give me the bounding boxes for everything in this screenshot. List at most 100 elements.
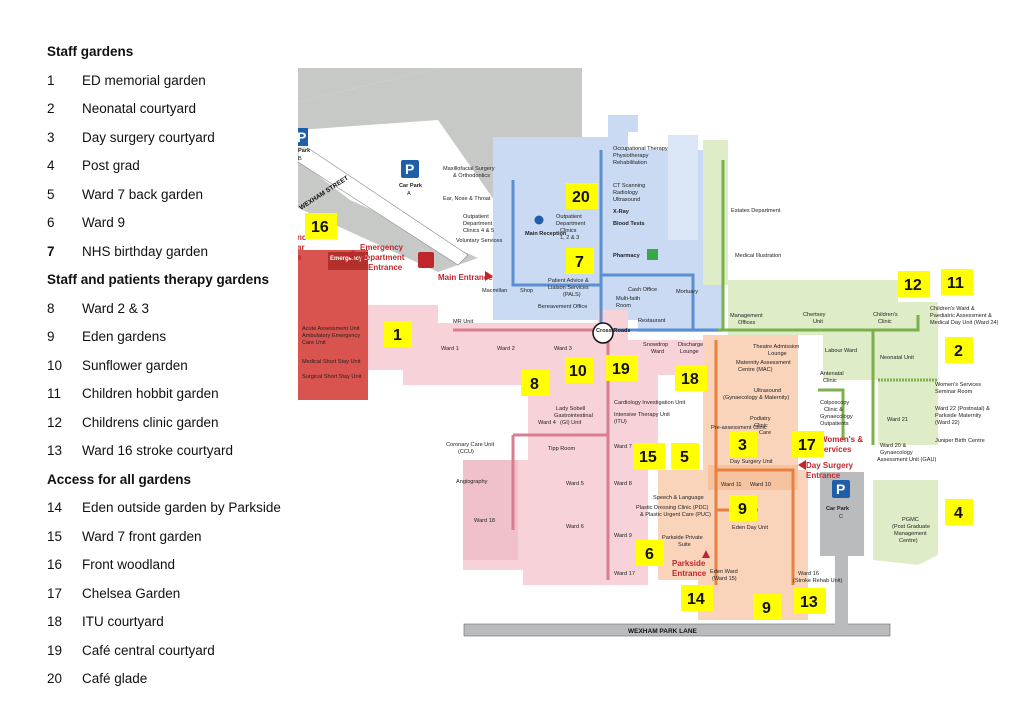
discharge-label-a: Discharge — [678, 342, 703, 348]
legend-number: 16 — [47, 557, 63, 572]
garden-badge-label: 15 — [639, 449, 657, 466]
ct-scanning-label: CT Scanning — [613, 183, 645, 189]
green-zone — [728, 280, 938, 445]
chertsey-label-a: Chertsey — [803, 312, 826, 318]
garden-badge-9: 9 — [729, 495, 757, 521]
womens-entrance-label-2: 's Services — [810, 445, 852, 454]
legend-number: 8 — [47, 300, 55, 316]
ward-22-label-c: (Ward 22) — [935, 420, 960, 426]
legend-name: Chelsea Garden — [82, 585, 181, 601]
surgical-short-stay-label: Surgical Short Stay Unit — [302, 374, 362, 380]
garden-badge-15: 15 — [633, 443, 665, 469]
colposcopy-label-d: Outpatients — [820, 421, 849, 427]
pgmc-zone — [873, 480, 938, 565]
ward-20-label-b: Gynaecology — [880, 450, 913, 456]
paeds-label-c: Medical Day Unit (Ward 24) — [930, 320, 999, 326]
ward-20-label-c: Assessment Unit (GAU) — [877, 457, 937, 463]
childrens-clinic-label-a: Children's — [873, 312, 898, 318]
discharge-label-b: Lounge — [680, 349, 699, 355]
colposcopy-label-b: Clinic & — [824, 407, 843, 413]
lady-sobell-label-c: (GI) Unit — [560, 420, 582, 426]
snowdrop-label-b: Ward — [651, 349, 664, 355]
blue-zone-north — [608, 115, 638, 132]
legend-name: Ward 16 stroke courtyard — [82, 443, 234, 458]
xray-label: X-Ray — [613, 209, 630, 215]
ward-3-label: Ward 3 — [554, 346, 572, 352]
garden-badge-label: 20 — [572, 189, 590, 206]
garden-badge-18: 18 — [675, 365, 707, 391]
childrens-clinic-label-b: Clinic — [878, 319, 892, 325]
ward-2-label: Ward 2 — [497, 346, 515, 352]
medical-illustration-label: Medical Illustration — [735, 253, 781, 259]
garden-badge-label: 12 — [904, 277, 922, 294]
pgmc-label-a: PGMC — [902, 517, 919, 523]
day-surgery-entrance-label-1: Day Surgery — [806, 461, 854, 470]
parkside-private-label-a: Parkside Private — [662, 535, 703, 541]
ward-7-label: Ward 7 — [614, 444, 632, 450]
emergency-entrance-label-3: Entrance — [368, 263, 403, 272]
crossroads-label: Cross Roads — [596, 328, 631, 334]
car-park-b-icon — [298, 128, 308, 146]
garden-badge-3: 3 — [729, 431, 757, 457]
garden-badge-label: 8 — [530, 376, 539, 393]
opd-clinics-label-d: 1, 2 & 3 — [560, 235, 579, 241]
wexham-park-lane-label: WEXHAM PARK LANE — [628, 628, 698, 635]
garden-badge-10: 10 — [565, 357, 593, 383]
eden-ward-label-a: Eden Ward — [710, 569, 738, 575]
parkside-entrance-label-1: Parkside — [672, 559, 706, 568]
colposcopy-label-c: Gynaecology — [820, 414, 853, 420]
legend-number: 11 — [47, 386, 62, 401]
legend-section-title: Staff and patients therapy gardens — [47, 272, 270, 287]
pgmc-label-d: Centre) — [899, 538, 918, 544]
radiology-label: Radiology — [613, 190, 638, 196]
coronary-care-label-b: (CCU) — [458, 449, 474, 455]
emergency-header — [328, 252, 368, 270]
emergency-zone — [298, 250, 368, 400]
plastic-urgent-label: & Plastic Urgent Care (PUC) — [640, 512, 711, 518]
chertsey-label-b: Unit — [813, 319, 823, 325]
garden-badge-label: 1 — [393, 327, 402, 344]
car-park-c-sub: C — [839, 514, 843, 520]
garden-badge-9b: 9 — [753, 594, 781, 620]
ent-label: Ear, Nose & Throat — [443, 196, 491, 202]
garden-badge-12: 12 — [898, 271, 930, 297]
garden-badge-label: 7 — [575, 254, 584, 271]
car-park-a-icon — [401, 160, 419, 178]
itu-label-b: (ITU) — [614, 419, 627, 425]
plastic-dressing-label: Plastic Dressing Clinic (PDC) — [636, 505, 709, 511]
legend-name: Café central courtyard — [82, 642, 215, 658]
lady-sobell-label-a: Lady Sobell — [556, 406, 585, 412]
womens-seminar-label-a: Women's Services — [935, 382, 981, 388]
pgmc-label-c: Management — [894, 531, 927, 537]
estates-label: Estates Department — [731, 208, 781, 214]
garden-badge-19: 19 — [606, 355, 638, 381]
garden-badge-label: 9 — [762, 600, 771, 617]
garden-badge-4: 4 — [945, 499, 973, 525]
garden-badge-17: 17 — [792, 431, 824, 457]
legend-number: 12 — [47, 414, 63, 430]
garden-badge-14: 14 — [681, 585, 713, 611]
legend-name: Sunflower garden — [82, 357, 188, 373]
antenatal-label-a: Antenatal — [820, 371, 844, 377]
day-surgery-entrance-label-2: Entrance — [806, 471, 841, 480]
legend-number: 15 — [47, 528, 63, 544]
car-park-c-icon — [832, 480, 850, 498]
legend-section-title: Staff gardens — [47, 44, 134, 59]
car-park-b-letter: P — [298, 129, 306, 145]
antenatal-label-b: Clinic — [823, 378, 837, 384]
speech-language-label: Speech & Language — [653, 495, 704, 501]
legend-number: 5 — [47, 186, 55, 202]
legend-number: 18 — [47, 614, 63, 629]
mortuary-label: Mortuary — [676, 289, 698, 295]
paeds-label-b: Paediatric Assessment & — [930, 313, 992, 319]
maxillofacial-label: Maxillofacial Surgery — [443, 166, 495, 172]
ward-9-label: Ward 9 — [614, 533, 632, 539]
ward-17-label: Ward 17 — [614, 571, 635, 577]
